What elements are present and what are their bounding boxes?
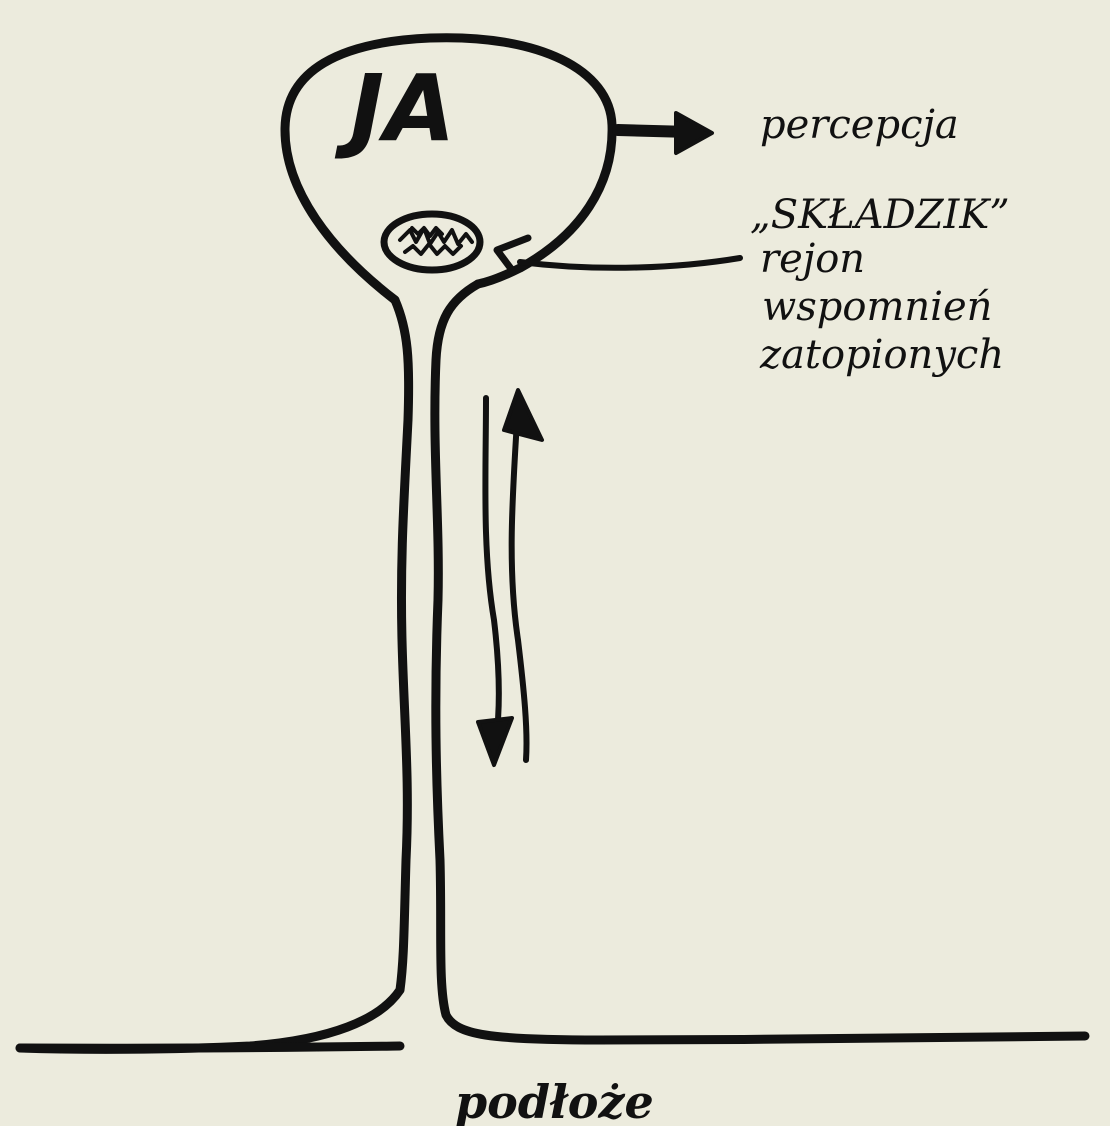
stem-right-line [435, 284, 1085, 1040]
perception-label: percepcja [760, 102, 959, 148]
ground-label: podłoże [455, 1075, 654, 1126]
repressed-memories-label-line-2: wspomnień [762, 284, 992, 330]
repressed-memories-label-line-1: rejon [760, 236, 865, 282]
ground-line [20, 1046, 400, 1048]
storage-pointer-line [520, 258, 740, 268]
up-arrow-head [504, 390, 542, 440]
stem-left-line [20, 300, 409, 1049]
storage-blob [384, 214, 480, 270]
down-arrow-shaft [485, 398, 498, 740]
perception-arrow-head [676, 113, 712, 153]
down-arrow-head [478, 718, 512, 765]
lumber-room-label: „SKŁADZIK” [750, 192, 1010, 238]
ego-label: JA [334, 55, 455, 162]
repressed-memories-label-line-3: zatopionych [759, 332, 1004, 378]
up-arrow-shaft [512, 402, 527, 760]
